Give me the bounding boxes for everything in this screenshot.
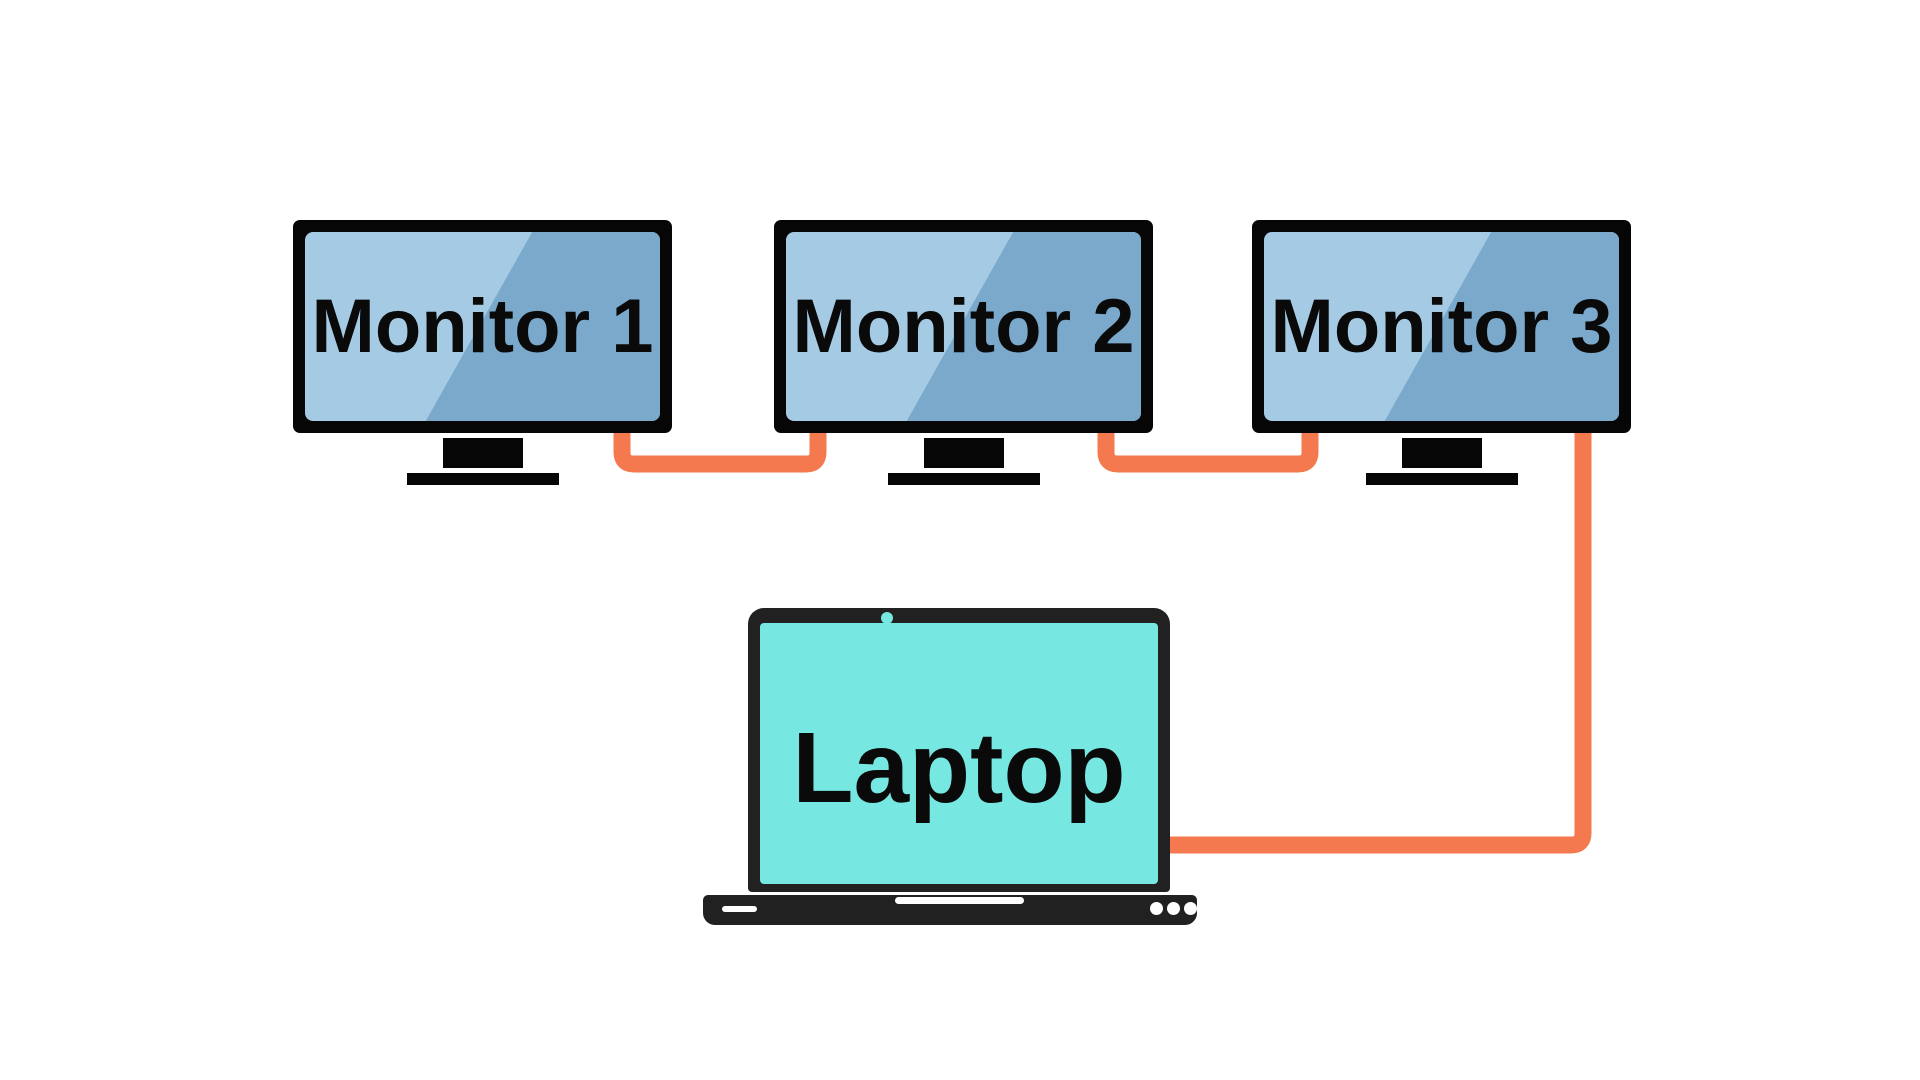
cable-monitor3-laptop	[1163, 426, 1592, 854]
monitor-1-screen: Monitor 1	[305, 232, 660, 421]
monitor-3-frame: Monitor 3	[1252, 220, 1631, 433]
laptop-base	[703, 895, 1197, 925]
monitor-3-screen: Monitor 3	[1264, 232, 1619, 421]
trackpad-line	[895, 897, 1024, 904]
monitor-stand-base	[887, 473, 1040, 485]
laptop-screen-frame: Laptop	[748, 608, 1170, 892]
vent-dash	[722, 906, 757, 912]
laptop-screen: Laptop	[760, 623, 1158, 884]
monitor-3: Monitor 3	[1252, 220, 1631, 486]
cable-monitor2-monitor3	[1097, 426, 1319, 473]
status-dot	[1150, 902, 1163, 915]
monitor-1-label: Monitor 1	[311, 283, 654, 369]
webcam-icon	[881, 612, 893, 624]
laptop: Laptop	[703, 608, 1197, 925]
monitor-2: Monitor 2	[774, 220, 1153, 486]
monitor-stand-neck	[923, 438, 1004, 468]
monitor-2-screen: Monitor 2	[786, 232, 1141, 421]
monitor-stand-neck	[442, 438, 523, 468]
monitor-stand-base	[406, 473, 559, 485]
monitor-3-label: Monitor 3	[1270, 283, 1613, 369]
monitor-stand-neck	[1401, 438, 1482, 468]
monitor-2-frame: Monitor 2	[774, 220, 1153, 433]
monitor-1: Monitor 1	[293, 220, 672, 486]
laptop-label: Laptop	[792, 711, 1126, 824]
status-dot	[1167, 902, 1180, 915]
status-dot	[1184, 902, 1197, 915]
monitor-2-label: Monitor 2	[792, 283, 1135, 369]
monitor-stand-base	[1365, 473, 1518, 485]
monitor-1-frame: Monitor 1	[293, 220, 672, 433]
cable-monitor1-monitor2	[613, 426, 827, 473]
